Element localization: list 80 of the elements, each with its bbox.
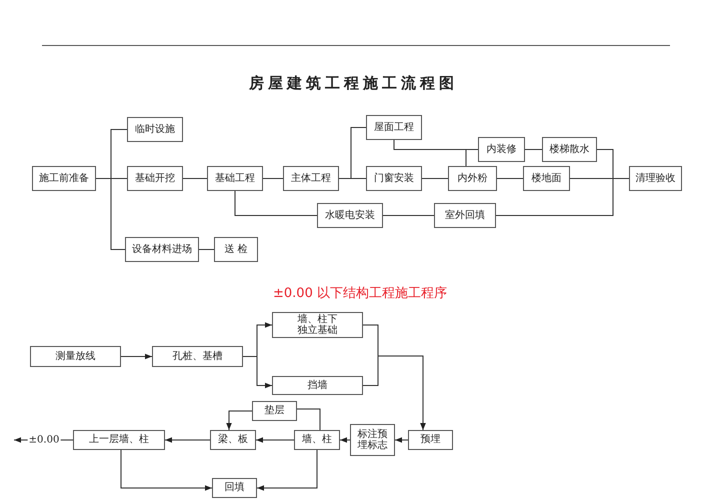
step-label: 屋面工程 <box>374 122 414 134</box>
arrow <box>256 450 318 491</box>
process-box <box>523 166 570 191</box>
process-box <box>214 237 258 262</box>
step-label: 测量放线 <box>56 350 96 362</box>
process-box <box>448 166 497 191</box>
step-label: 挡墙 <box>308 380 328 392</box>
edge-label: ±0.00 <box>28 434 60 446</box>
arrow <box>362 356 426 430</box>
step-label: 施工前准备 <box>39 172 89 184</box>
arrow <box>120 354 152 360</box>
process-box <box>127 117 183 142</box>
step-label: 水暖电安装 <box>325 210 375 222</box>
step-label: 墙、柱 <box>302 434 332 446</box>
process-box <box>125 237 199 262</box>
connector-line <box>182 178 208 179</box>
connector-line <box>234 190 318 216</box>
process-box <box>283 166 339 191</box>
process-box <box>32 166 96 191</box>
process-box <box>252 401 297 421</box>
step-label: 主体工程 <box>291 172 331 184</box>
step-label: 预埋 <box>420 434 440 446</box>
process-box <box>317 203 383 228</box>
step-label: 标注预埋标志 <box>356 428 388 452</box>
process-box <box>366 115 422 140</box>
process-box <box>212 478 257 498</box>
process-box <box>350 424 395 456</box>
process-box <box>127 166 183 191</box>
connector-line <box>382 215 434 216</box>
step-label: 门窗安装 <box>374 172 414 184</box>
step-label: 孔桩、基槽 <box>172 350 222 362</box>
step-label: 基础工程 <box>215 172 255 184</box>
process-box <box>366 166 422 191</box>
arrow <box>120 450 212 491</box>
process-box <box>629 166 682 191</box>
connector-line <box>96 178 126 250</box>
process-box <box>73 430 165 450</box>
step-label: 垫层 <box>264 405 284 417</box>
arrow <box>394 437 408 443</box>
step-label: 内外粉 <box>458 172 488 184</box>
step-label: 基础开挖 <box>135 172 175 184</box>
step-label: 楼梯散水 <box>550 144 590 156</box>
process-box <box>210 430 256 450</box>
step-label: 送 检 <box>224 244 248 256</box>
arrow <box>226 410 252 430</box>
connector-line <box>198 249 214 250</box>
connector-line <box>496 178 524 179</box>
step-label: 回填 <box>224 482 244 494</box>
process-box <box>152 346 243 367</box>
step-label: 上一层墙、柱 <box>89 434 149 446</box>
section-heading: ±0.00 以下结构工程施工程序 <box>272 285 448 302</box>
connector-line <box>466 149 478 166</box>
step-label: 清理验收 <box>636 172 676 184</box>
connector-line <box>422 178 448 179</box>
process-box <box>207 166 263 191</box>
process-box <box>294 430 340 450</box>
step-label: 墙、柱下独立基础 <box>296 314 338 336</box>
connector-line <box>262 178 284 179</box>
arrow <box>256 437 294 443</box>
step-label: 梁、板 <box>218 434 248 446</box>
step-label: 设备材料进场 <box>132 244 192 256</box>
arrow <box>340 437 350 443</box>
connector-line <box>296 408 320 430</box>
connector-line <box>338 178 366 179</box>
connector-line <box>524 149 542 150</box>
step-label: 内装修 <box>486 144 516 156</box>
process-box <box>478 137 525 162</box>
arrow <box>164 437 210 443</box>
step-label: 室外回填 <box>445 210 485 222</box>
process-box <box>542 137 597 162</box>
connector-line <box>496 178 630 216</box>
diagram-title: 房屋建筑工程施工流程图 <box>248 74 459 93</box>
process-box <box>272 312 363 338</box>
process-box <box>30 346 121 367</box>
process-box <box>408 430 453 450</box>
process-box <box>434 203 496 228</box>
arrow <box>242 356 272 388</box>
step-label: 临时设施 <box>135 124 175 136</box>
process-box <box>272 376 363 395</box>
step-label: 楼地面 <box>532 172 562 184</box>
